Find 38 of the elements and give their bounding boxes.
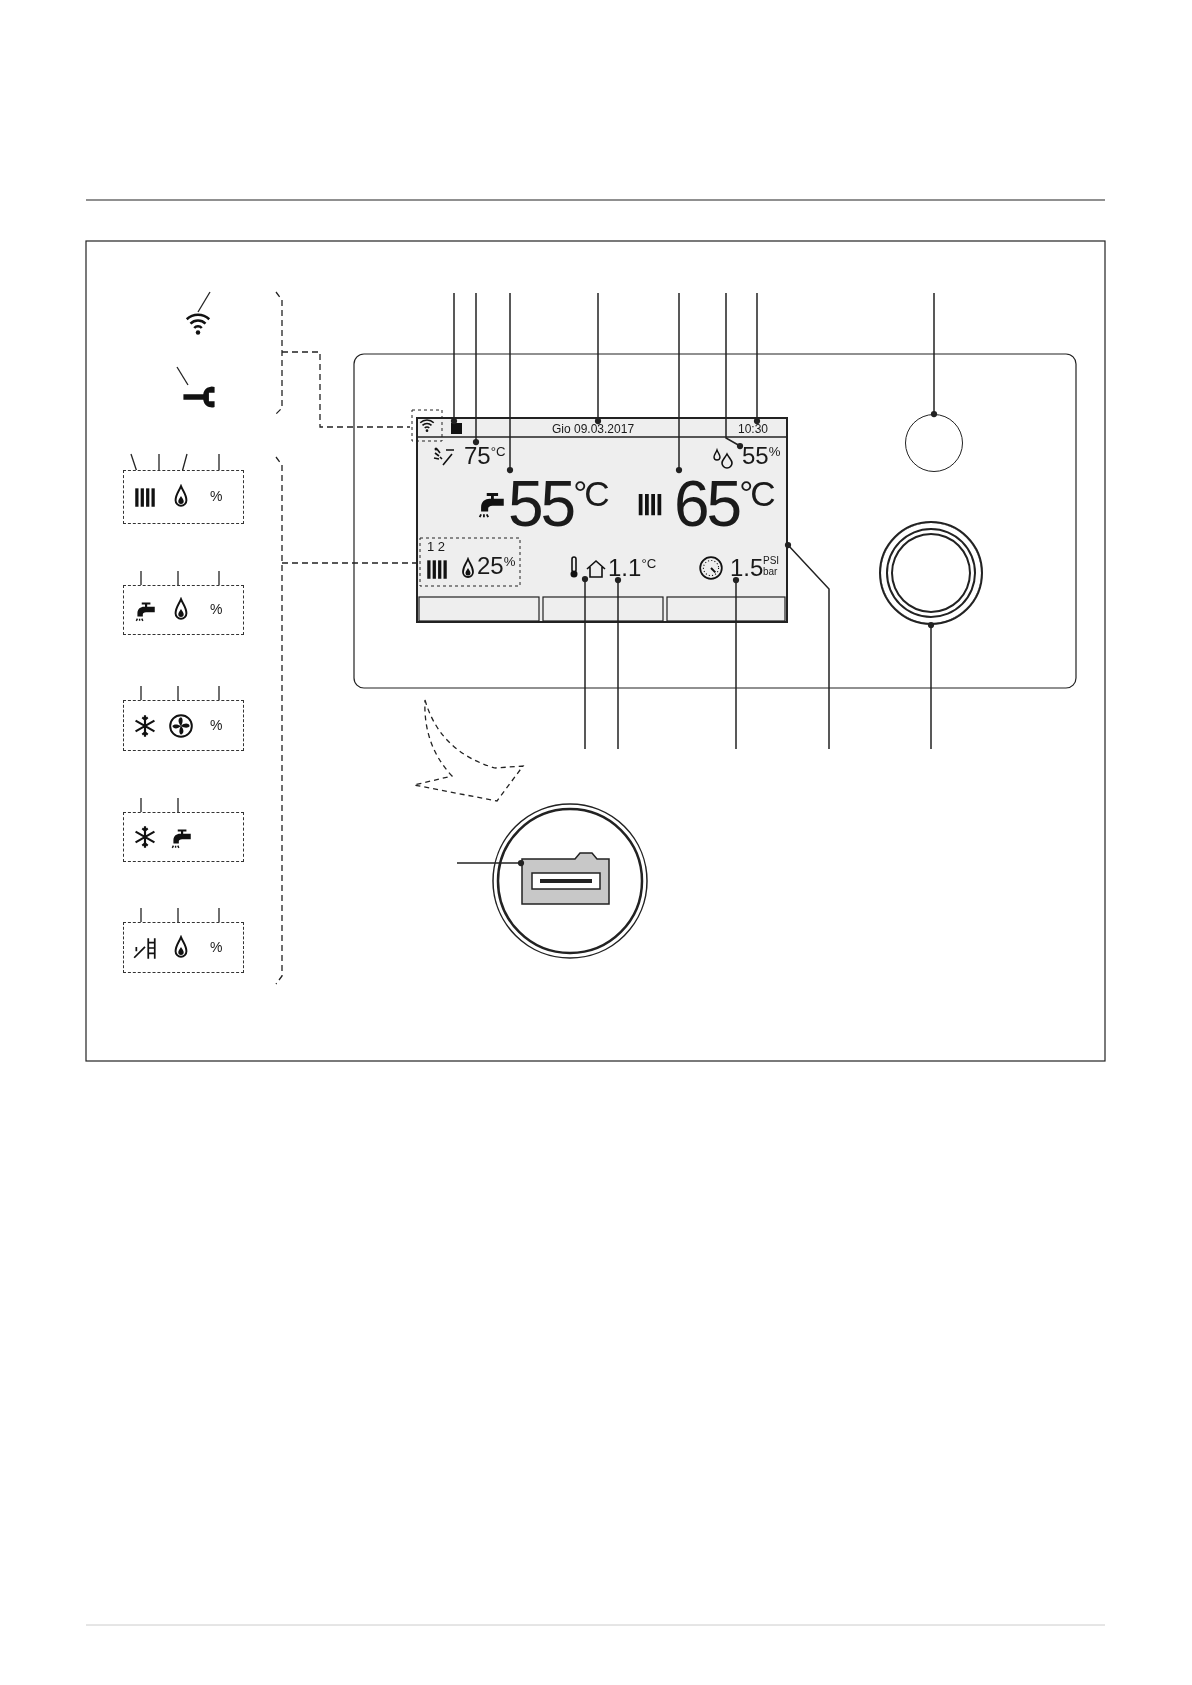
- display-reading: 1.5: [730, 556, 764, 582]
- house-icon: [584, 557, 608, 581]
- leader-line: [930, 292, 938, 418]
- leader-line: [927, 621, 935, 750]
- usb-port: [521, 852, 610, 905]
- display-reading: 10:30: [738, 423, 774, 437]
- leader-line: [594, 292, 602, 425]
- display-reading: Gio 09.03.2017: [552, 423, 648, 437]
- display-reading: 55$^{°C}$: [508, 472, 608, 536]
- percent-sign: %: [210, 940, 223, 954]
- leader-line: [506, 292, 514, 474]
- leader-line: [725, 292, 744, 450]
- dashed-box: [123, 812, 244, 862]
- display-reading: 75$^{°C}$: [464, 444, 504, 470]
- leader-line: [450, 292, 458, 425]
- leader-line: [614, 576, 622, 750]
- dashed-box: [123, 700, 244, 751]
- leader-line: [472, 292, 480, 446]
- percent-sign: %: [210, 602, 223, 616]
- leader-line: [732, 576, 740, 750]
- dashed-box: [123, 585, 244, 635]
- display-reading: PSI bar: [763, 556, 781, 577]
- display-reading: 55$^{%}$: [742, 444, 782, 470]
- percent-sign: %: [210, 718, 223, 732]
- display-reading: 1.1$^{°C}$: [608, 556, 656, 582]
- leader-line: [456, 859, 525, 867]
- dashed-box: [123, 470, 244, 524]
- percent-sign: %: [210, 489, 223, 503]
- display-reading: 65$^{°C}$: [674, 472, 774, 536]
- leader-line: [784, 541, 830, 750]
- square-indicator: [451, 423, 462, 434]
- dashed-box: [123, 922, 244, 973]
- leader-line: [581, 575, 589, 750]
- display-screen: [416, 417, 788, 623]
- leader-line: [753, 292, 761, 425]
- display-reading: 1 2: [427, 540, 446, 553]
- display-reading: 25$^{%}$: [477, 554, 516, 578]
- leader-line: [675, 292, 683, 474]
